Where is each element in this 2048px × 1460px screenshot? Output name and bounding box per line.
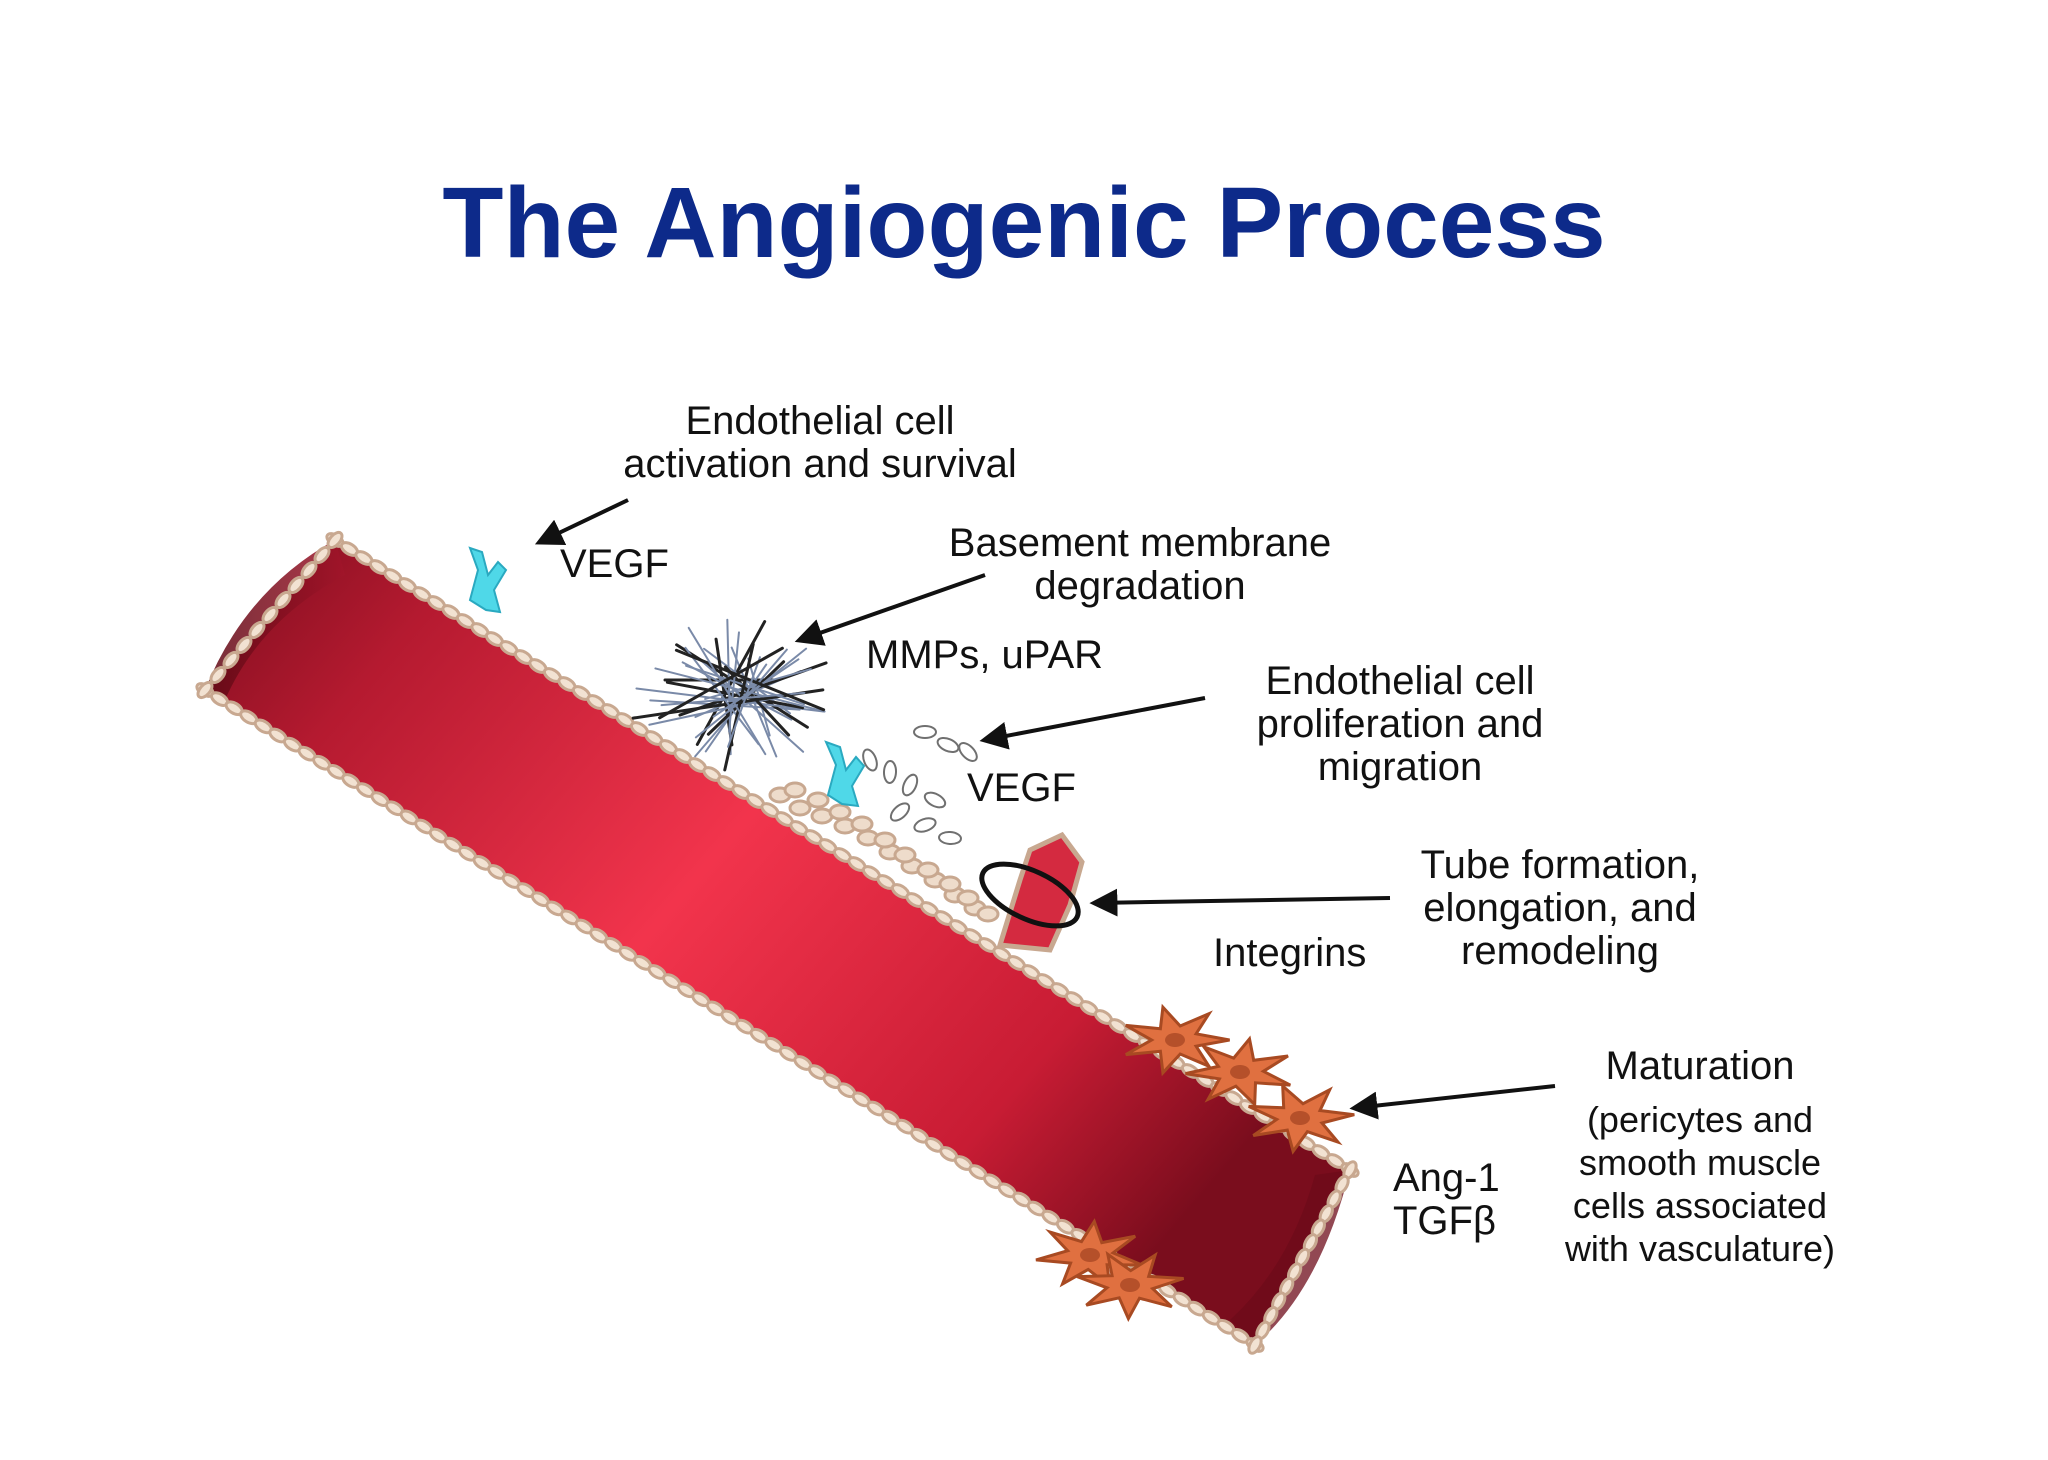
proliferating-cell <box>956 889 980 907</box>
proliferating-cell <box>893 846 917 864</box>
endothelial-cell <box>196 680 214 700</box>
migrating-cell <box>882 760 898 784</box>
arrow-degradation <box>794 573 986 646</box>
migrating-cell <box>913 817 937 833</box>
endothelial-cell <box>1247 1335 1263 1355</box>
fiber <box>694 647 808 739</box>
endothelial-cell <box>313 545 331 565</box>
pericyte-nucleus <box>1120 1278 1140 1292</box>
migrating-cell <box>938 830 962 846</box>
step-activation-factor: VEGF <box>560 542 669 586</box>
proliferating-cell <box>806 791 830 809</box>
endothelial-cell-border-left <box>196 530 344 700</box>
proliferating-cell <box>938 875 962 893</box>
step-tube-title: Tube formation, elongation, and remodeli… <box>1420 843 1700 973</box>
new-tube-sprout <box>996 831 1085 953</box>
fiber <box>727 656 761 748</box>
step-maturation-title: Maturation <box>1605 1044 1795 1088</box>
proliferating-cell <box>828 803 852 821</box>
endothelial-cell <box>300 560 318 580</box>
proliferating-cell <box>850 815 874 833</box>
step-degradation-factor: MMPs, uPAR <box>866 633 1104 677</box>
step-tube-factor: Integrins <box>1213 931 1367 975</box>
migrating-cell <box>862 748 878 772</box>
fiber <box>681 661 793 721</box>
endothelial-cell <box>209 665 227 685</box>
fiber <box>723 642 755 772</box>
fiber <box>712 658 800 718</box>
fiber <box>654 667 826 713</box>
page-title: The Angiogenic Process <box>442 167 1606 279</box>
step-maturation-factors: Ang-1 TGFβ <box>1393 1156 1500 1243</box>
endothelial-cell <box>248 620 266 640</box>
step-degradation-title: Basement membrane degradation <box>948 521 1332 608</box>
migrating-cell <box>923 791 947 809</box>
vegf-receptor-icon <box>468 546 508 614</box>
step-proliferation-title: Endothelial cell proliferation and migra… <box>1256 659 1544 789</box>
migrating-cell <box>889 802 911 822</box>
endothelial-cell <box>274 590 292 610</box>
arrow-proliferation <box>979 696 1206 750</box>
migrating-cell <box>958 742 978 762</box>
integrin-ring-icon <box>979 861 1081 929</box>
endothelial-cell-border-right <box>1247 1160 1358 1355</box>
step-maturation-detail: (pericytes and smooth muscle cells assoc… <box>1564 1099 1836 1269</box>
arrow-activation <box>534 498 629 545</box>
arrow-tube <box>1089 888 1391 917</box>
proliferating-cell <box>788 799 812 817</box>
proliferating-cell-cluster <box>768 781 1000 923</box>
fiber <box>684 646 760 746</box>
migrating-cells <box>862 725 978 846</box>
pericyte-nucleus <box>1165 1033 1185 1047</box>
endothelial-cell <box>261 605 279 625</box>
fiber <box>658 646 784 720</box>
proliferating-cell <box>976 905 1000 923</box>
step-activation-title: Endothelial cell activation and survival <box>623 399 1017 486</box>
fiber <box>687 626 767 756</box>
proliferating-cell <box>873 831 897 849</box>
fiber <box>665 680 805 710</box>
pericyte-nucleus <box>1080 1248 1100 1262</box>
basement-membrane-fibers <box>631 618 828 772</box>
vegf-receptor-icon <box>824 740 866 808</box>
fiber <box>674 648 826 712</box>
vessel-left-opening <box>205 540 345 700</box>
pericyte-nucleus <box>1290 1111 1310 1125</box>
pericyte-nucleus <box>1230 1065 1250 1079</box>
pericyte-cells <box>1035 1003 1355 1322</box>
endothelial-cell <box>287 575 305 595</box>
proliferating-cell <box>916 861 940 879</box>
proliferating-cell <box>783 781 807 799</box>
migrating-cell <box>936 737 960 753</box>
migrating-cell <box>913 725 937 739</box>
migrating-cell <box>901 773 919 797</box>
endothelial-cell <box>326 530 344 550</box>
step-proliferation-factor: VEGF <box>967 766 1076 810</box>
vessel-body <box>205 540 1350 1345</box>
arrow-maturation <box>1349 1084 1556 1120</box>
endothelial-cell <box>235 635 253 655</box>
fiber <box>695 620 767 746</box>
endothelial-cell <box>222 650 240 670</box>
